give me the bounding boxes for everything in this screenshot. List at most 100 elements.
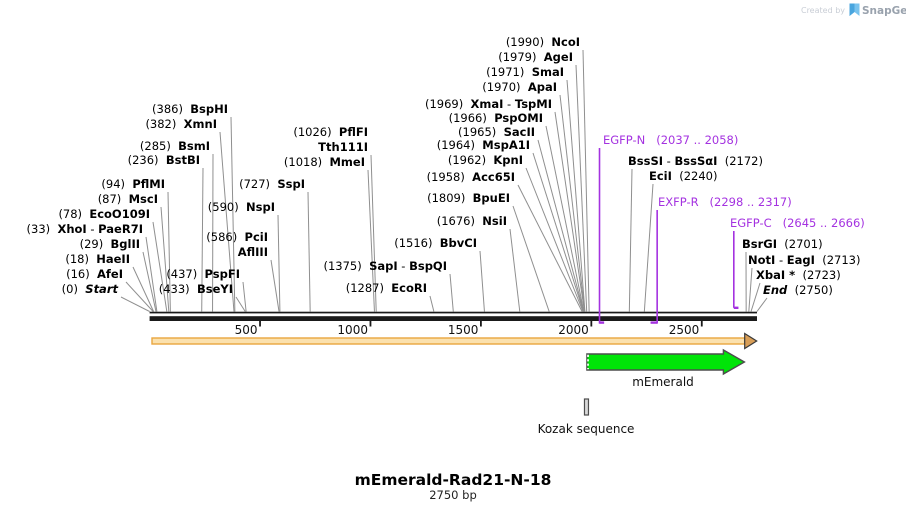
- site-label-xbai[interactable]: XbaI * (2723): [756, 268, 841, 282]
- construct-arrow-head[interactable]: [744, 332, 758, 350]
- ruler-tick: [259, 321, 261, 327]
- leader-line-sapi-bspqi: [449, 273, 454, 312]
- site-label-pspfi[interactable]: (437) PspFI: [166, 267, 240, 281]
- site-label-noti-eagi[interactable]: NotI - EagI (2713): [748, 253, 860, 267]
- ruler-tick: [480, 321, 482, 327]
- leader-line-pspfi: [242, 281, 247, 312]
- leader-line-bsssi-bsss-i: [628, 168, 633, 312]
- site-label-ncoi[interactable]: (1990) NcoI: [506, 35, 580, 49]
- site-label-bsphi[interactable]: (386) BspHI: [152, 102, 228, 116]
- site-label-pcii[interactable]: (586) PciI: [206, 230, 268, 244]
- site-labels-layer: (0) Start(16) AfeI(18) HaeII(29) BglII(3…: [27, 35, 861, 297]
- leader-line-xbai: [750, 282, 761, 312]
- site-label-bglii[interactable]: (29) BglII: [80, 237, 140, 251]
- site-label-haeii[interactable]: (18) HaeII: [65, 252, 130, 266]
- leader-line-bpuei: [512, 205, 550, 312]
- site-label-xmni[interactable]: (382) XmnI: [145, 117, 217, 131]
- kozak-sequence-label[interactable]: Kozak sequence: [538, 422, 635, 436]
- site-label-ecii[interactable]: EciI (2240): [649, 169, 717, 183]
- brand-text: SnapGene: [862, 5, 906, 17]
- site-label-msci[interactable]: (87) MscI: [98, 192, 158, 206]
- map-title: mEmerald-Rad21-N-18: [355, 471, 552, 489]
- leader-line-ecori: [429, 295, 435, 312]
- site-label-acc65i[interactable]: (1958) Acc65I: [427, 170, 515, 184]
- site-label-afei[interactable]: (16) AfeI: [66, 267, 123, 281]
- leader-line-ncoi: [582, 49, 590, 312]
- site-label-start[interactable]: (0) Start: [62, 282, 119, 296]
- site-label-sspi[interactable]: (727) SspI: [239, 177, 305, 191]
- site-label-pflfi[interactable]: (1026) PflFI: [293, 125, 368, 139]
- site-label-xhoi-paer7i[interactable]: (33) XhoI - PaeR7I: [27, 222, 143, 236]
- site-label-nspi[interactable]: (590) NspI: [208, 200, 275, 214]
- leader-line-bglii: [142, 251, 157, 312]
- leader-line-kpni: [525, 167, 584, 312]
- kozak-marker[interactable]: [583, 398, 590, 416]
- leader-line-noti-eagi: [748, 267, 753, 312]
- leader-line-msci: [160, 206, 170, 312]
- site-label-bseyi[interactable]: (433) BseYI: [159, 282, 233, 296]
- site-label-mmei[interactable]: (1018) MmeI: [284, 155, 365, 169]
- primer-label-exfp-r[interactable]: EXFP-R (2298 .. 2317): [658, 195, 792, 209]
- ruler-tick-label: 1500: [448, 323, 479, 337]
- ruler-tick-label: 2000: [558, 323, 589, 337]
- ruler-tick: [700, 321, 703, 327]
- site-label-bsssi-bsss-i[interactable]: BssSI - BssSαI (2172): [628, 154, 763, 168]
- site-label-pflmi[interactable]: (94) PflMI: [101, 177, 165, 191]
- site-label-mspa1i[interactable]: (1964) MspA1I: [437, 138, 530, 152]
- site-label-bpuei[interactable]: (1809) BpuEI: [427, 191, 510, 205]
- site-label-sapi-bspqi[interactable]: (1375) SapI - BspQI: [324, 259, 448, 273]
- leader-line-sacii: [537, 139, 585, 312]
- site-label-xmai-tspmi[interactable]: (1969) XmaI - TspMI: [425, 97, 552, 111]
- leader-line-xmni: [219, 131, 235, 312]
- site-label-bsrgi[interactable]: BsrGI (2701): [742, 237, 823, 251]
- site-label-kpni[interactable]: (1962) KpnI: [448, 153, 523, 167]
- leader-line-afei: [125, 281, 154, 312]
- leader-line-bbvci: [479, 250, 485, 312]
- site-label-ecori[interactable]: (1287) EcoRI: [346, 281, 427, 295]
- leader-line-pcii: [270, 259, 280, 312]
- primer-label-egfp-n[interactable]: EGFP-N (2037 .. 2058): [603, 133, 738, 147]
- leader-line-agei: [575, 64, 588, 312]
- leader-line-bstbi: [201, 167, 204, 312]
- primer-label-egfp-c[interactable]: EGFP-C (2645 .. 2666): [730, 216, 865, 230]
- ruler-tick-label: 1000: [337, 323, 368, 337]
- ruler-tick: [590, 321, 593, 327]
- site-label-apai[interactable]: (1970) ApaI: [482, 80, 557, 94]
- site-label-smai[interactable]: (1971) SmaI: [486, 65, 564, 79]
- ruler-tick: [369, 321, 372, 327]
- memerald-feature-label[interactable]: mEmerald: [632, 375, 694, 389]
- leader-line-haeii: [132, 266, 155, 312]
- leader-line-ecoo109i: [152, 221, 168, 312]
- site-label-ecoo109i[interactable]: (78) EcoO109I: [58, 207, 150, 221]
- ruler-bar: [149, 316, 757, 321]
- site-label-agei[interactable]: (1979) AgeI: [498, 50, 573, 64]
- primers-layer: EGFP-N (2037 .. 2058) EXFP-R (2298 .. 231…: [598, 133, 865, 324]
- leader-line-xmai-tspmi: [554, 111, 585, 312]
- leader-line-pflmi: [167, 191, 171, 312]
- site-label-bsmi[interactable]: (285) BsmI: [140, 139, 210, 153]
- site-label-bstbi[interactable]: (236) BstBI: [128, 153, 200, 167]
- created-by-text: Created by: [801, 6, 845, 15]
- site-label-bbvci[interactable]: (1516) BbvCI: [394, 236, 477, 250]
- site-label-tth111i[interactable]: Tth111I: [318, 140, 368, 154]
- construct-arrow-body[interactable]: [151, 337, 746, 345]
- site-label-nsii[interactable]: (1676) NsiI: [437, 214, 507, 228]
- site-label-end[interactable]: End (2750): [763, 283, 833, 297]
- memerald-feature-arrow[interactable]: [586, 348, 746, 376]
- leader-line-xhoi-paer7i: [145, 236, 158, 312]
- features-layer: [151, 332, 758, 416]
- site-label-sacii[interactable]: (1965) SacII: [458, 125, 535, 139]
- leader-line-bseyi: [235, 296, 246, 312]
- leader-line-pspomi: [545, 125, 585, 312]
- leader-line-pflfi: [370, 154, 377, 312]
- leader-line-start: [120, 296, 150, 312]
- sequence-line: [149, 311, 757, 314]
- site-label-afliii[interactable]: AflIII: [238, 245, 268, 259]
- site-label-pspomi[interactable]: (1966) PspOMI: [449, 111, 543, 125]
- leader-line-mmei: [367, 169, 375, 312]
- leader-lines-layer: [120, 49, 768, 312]
- ruler-tick-label: 2500: [669, 323, 700, 337]
